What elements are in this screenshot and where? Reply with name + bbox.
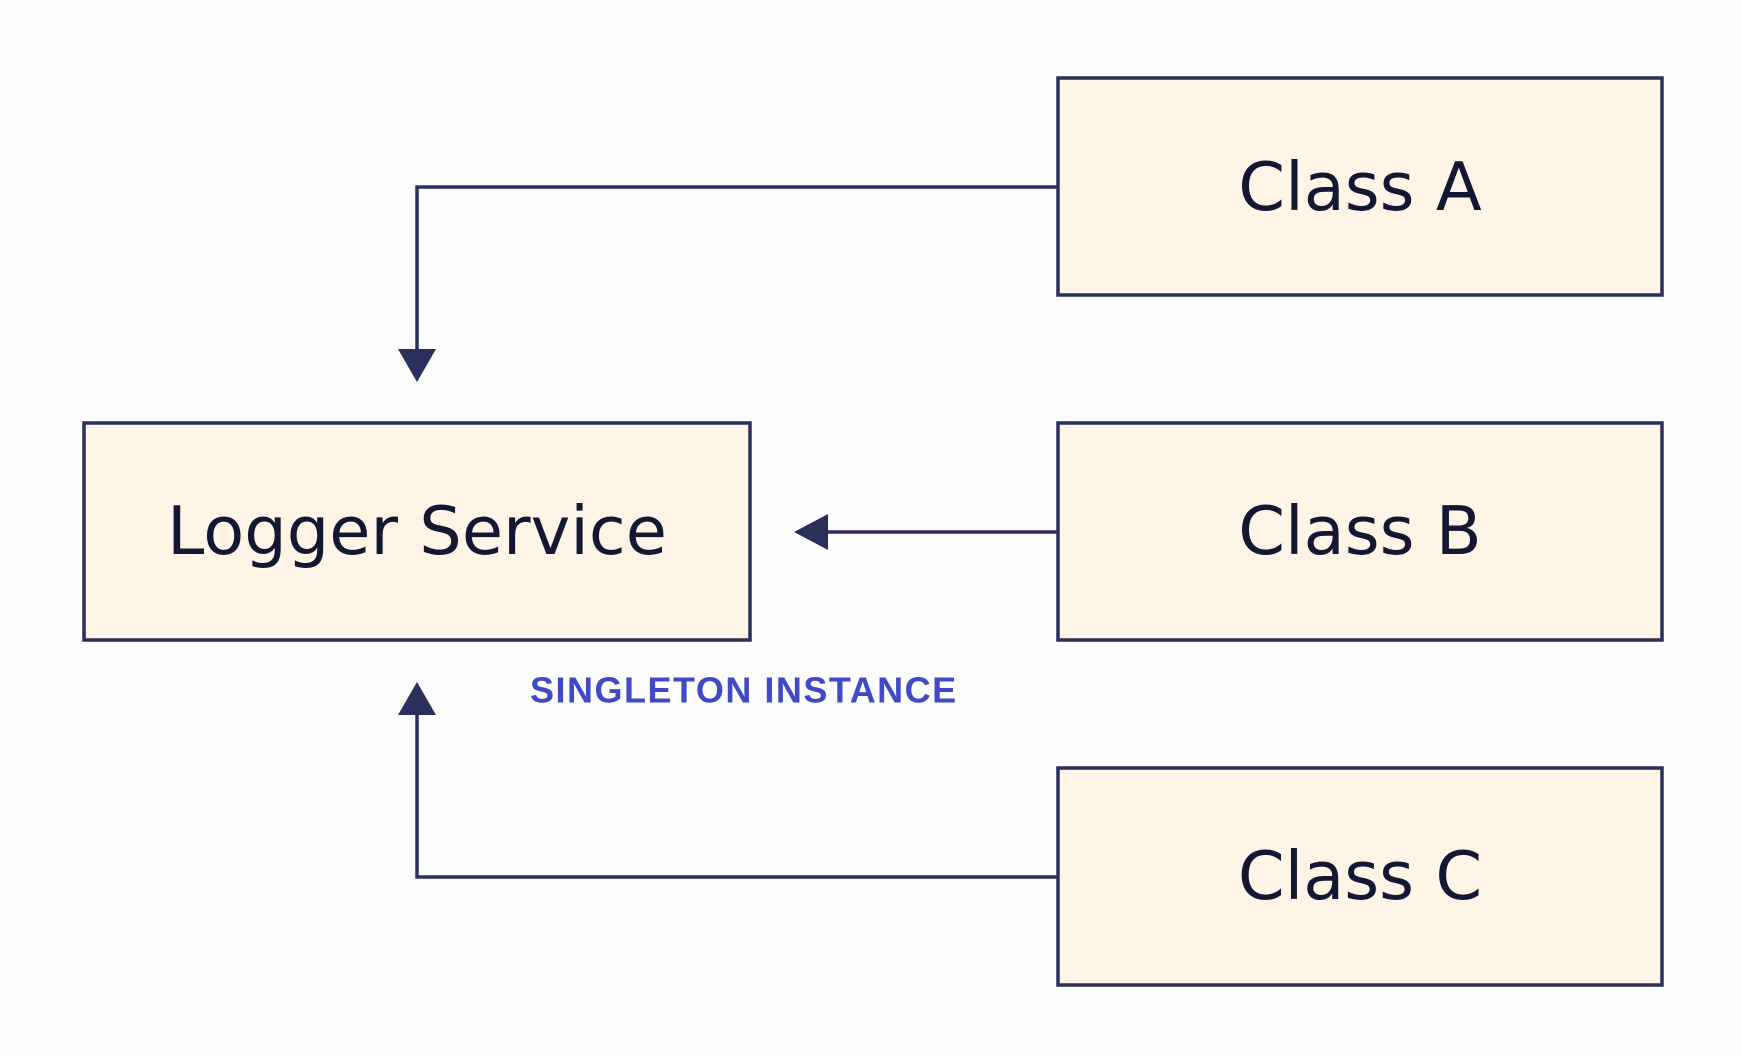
class-b-box xyxy=(1056,421,1664,642)
arrow-left-icon xyxy=(794,514,828,550)
edge-class-c-line xyxy=(415,712,1058,879)
class-c-node: Class C xyxy=(1056,766,1664,987)
class-b-label: Class B xyxy=(1238,492,1482,570)
edge-class-a-to-logger xyxy=(398,185,1058,382)
edge-class-c-to-logger xyxy=(398,682,1058,879)
class-a-box xyxy=(1056,76,1664,297)
class-c-box xyxy=(1056,766,1664,987)
edge-class-b-to-logger xyxy=(794,514,1058,550)
singleton-instance-caption: SINGLETON INSTANCE xyxy=(530,670,958,711)
logger-service-box xyxy=(82,421,752,642)
class-a-node: Class A xyxy=(1056,76,1664,297)
logger-service-label: Logger Service xyxy=(167,492,667,570)
class-a-label: Class A xyxy=(1238,148,1482,226)
class-c-label: Class C xyxy=(1238,837,1482,915)
class-b-node: Class B xyxy=(1056,421,1664,642)
arrow-down-icon xyxy=(398,349,436,382)
logger-service-node: Logger Service xyxy=(82,421,752,642)
edge-class-a-line xyxy=(415,185,1058,352)
arrow-up-icon xyxy=(398,682,436,715)
